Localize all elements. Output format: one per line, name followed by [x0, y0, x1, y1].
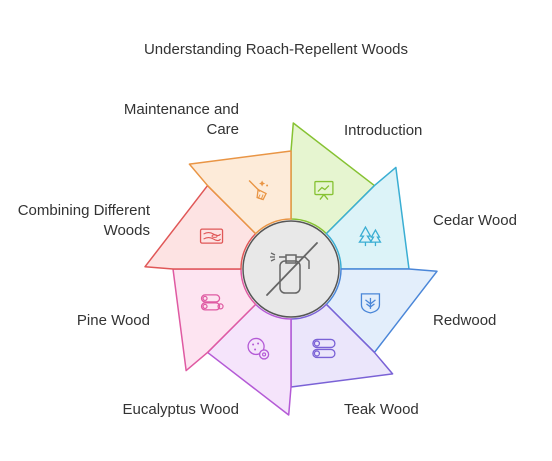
label-maintenance: Maintenance and Care	[123, 101, 239, 138]
label-cedar: Cedar Wood	[433, 212, 517, 229]
presentation-chart-icon	[314, 180, 334, 200]
label-redwood: Redwood	[433, 312, 497, 329]
segment-4	[290, 303, 394, 388]
log-pile-icon	[200, 294, 224, 311]
tree-badge-icon	[360, 293, 381, 314]
label-pine: Pine Wood	[76, 312, 150, 329]
trees-icon	[358, 225, 382, 247]
no-spray-icon	[266, 242, 318, 296]
label-teak: Teak Wood	[344, 401, 419, 418]
label-eucalyptus: Eucalyptus Wood	[122, 401, 239, 418]
label-introduction: Introduction	[344, 122, 423, 139]
diagram-title: Understanding Roach-Repellent Woods	[143, 41, 409, 58]
segment-2	[325, 166, 410, 270]
wood-plank-icon	[199, 228, 224, 244]
segment-8	[188, 150, 292, 235]
segment-6	[172, 268, 257, 372]
leaf-cookie-icon	[247, 337, 270, 360]
broom-icon	[248, 180, 269, 201]
label-combining: Combining Different Woods	[17, 202, 150, 239]
logs-icon	[312, 338, 336, 359]
